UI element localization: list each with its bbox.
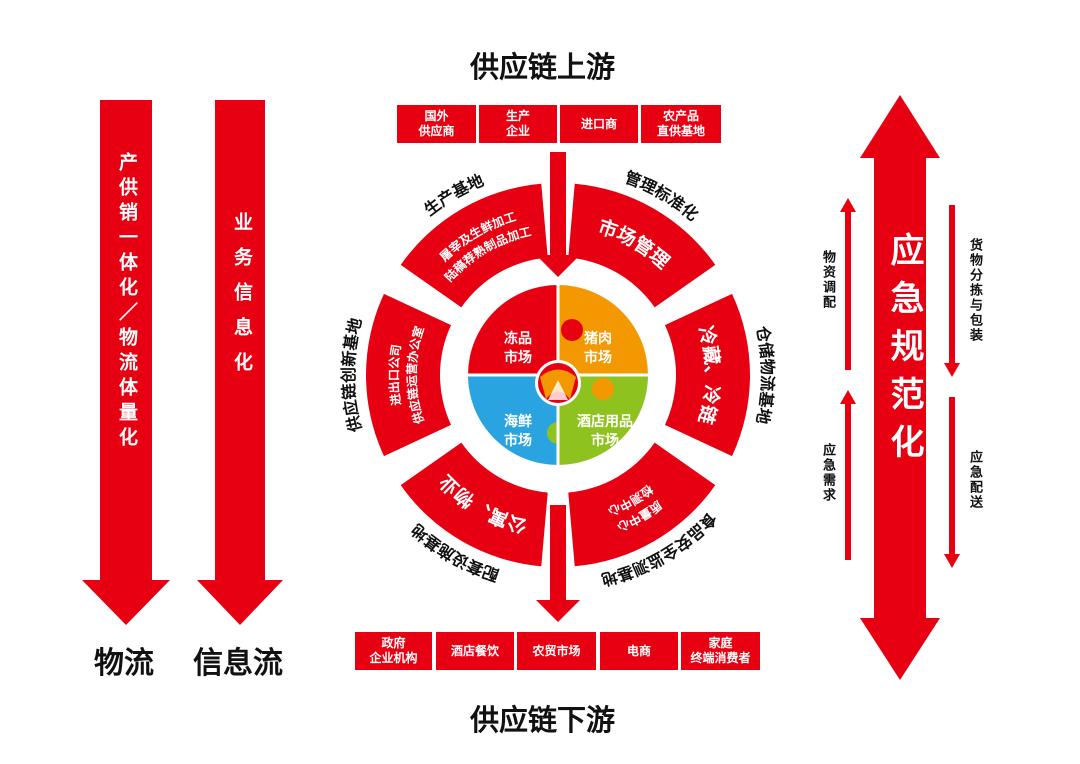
puzzle-label-hotel: 酒店用品 市场 [577, 414, 633, 449]
upstream-box: 国外 供应商 [397, 105, 476, 143]
ring-segments: 管理标准化市场管理仓储物流基地冷藏、冷链食品安全监测基地质量中心检测中心配套设施… [339, 168, 777, 590]
ring-segment [400, 183, 548, 308]
puzzle-label-frozen: 冻品 市场 [504, 331, 532, 366]
up-arrow [845, 210, 851, 370]
puzzle-pork [558, 285, 648, 375]
emergency-double-arrow [860, 95, 940, 680]
puzzle-frozen [468, 285, 558, 375]
up-arrow [845, 402, 851, 560]
information-arrow [197, 100, 283, 625]
puzzle-label-pork: 猪肉 市场 [584, 331, 612, 366]
upstream-box: 进口商 [560, 105, 638, 143]
ring-outer-label: 供应链创新基地 [339, 316, 366, 435]
up-label: 物资调配 [820, 250, 835, 310]
logistics-arrow-text: 产供销一体化／物流体量化 [116, 152, 138, 452]
downstream-box: 家庭 终端消费者 [681, 632, 760, 670]
ring-segment [568, 183, 716, 308]
small-arrows [840, 198, 960, 568]
ring-segment [400, 442, 548, 567]
downstream-box: 农贸市场 [517, 632, 596, 670]
downstream-box: 电商 [600, 632, 678, 670]
downstream-box: 政府 企业机构 [355, 632, 432, 670]
upstream-title: 供应链上游 [470, 50, 616, 84]
ring-inner-label: 进出口公司 [386, 343, 404, 406]
ring-segment [664, 293, 750, 457]
down-arrow [949, 205, 955, 365]
up-label: 应急需求 [820, 443, 835, 503]
downstream-box: 酒店餐饮 [436, 632, 514, 670]
upstream-arrow [536, 152, 580, 277]
down-label: 应急配送 [967, 450, 982, 510]
puzzle-pieces [468, 285, 648, 465]
upstream-box: 农产品 直供基地 [641, 105, 721, 143]
downstream-arrow [536, 505, 580, 622]
upstream-box: 生产 企业 [479, 105, 557, 143]
logistics-label: 物流 [94, 646, 154, 681]
ring-segment [568, 442, 716, 567]
downstream-title: 供应链下游 [470, 703, 616, 737]
puzzle-label-seafood: 海鲜 市场 [504, 414, 532, 449]
information-arrow-text: 业务信息化 [231, 212, 253, 387]
information-flow-label: 信息流 [193, 646, 283, 681]
emergency-standardization-text: 应急规范化 [884, 232, 924, 472]
ring-segment [366, 293, 452, 457]
down-label: 货物分拣与包装 [967, 238, 982, 343]
down-arrow [949, 397, 955, 556]
puzzle-hotel [558, 375, 648, 465]
puzzle-seafood [468, 375, 558, 465]
logistics-arrow [82, 100, 170, 625]
ring-outer-label: 仓储物流基地 [752, 323, 777, 425]
